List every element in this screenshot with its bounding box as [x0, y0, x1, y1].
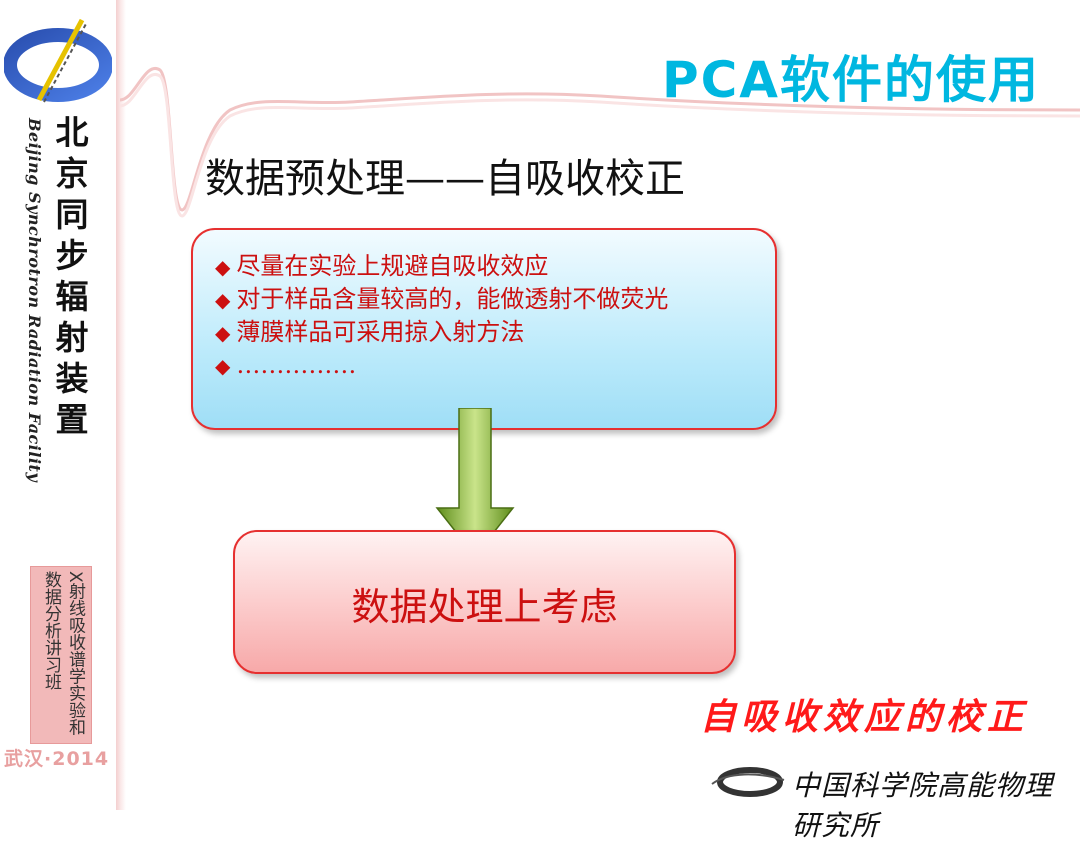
bullet-list: ◆尽量在实验上规避自吸收效应 ◆对于样品含量较高的，能做透射不做荧光 ◆薄膜样品… [215, 250, 668, 382]
facility-char: 射 [55, 318, 89, 357]
list-item: ◆薄膜样品可采用掠入射方法 [215, 316, 668, 349]
facility-char: 京 [55, 154, 89, 193]
result-box-text: 数据处理上考虑 [351, 585, 618, 629]
bsrf-logo-icon [4, 18, 112, 103]
result-box: 数据处理上考虑 [233, 530, 736, 674]
ihep-logo-icon [711, 767, 785, 797]
course-label-box: X射线吸收谱学实验和数据分析讲习班 [30, 566, 92, 744]
list-item: ◆对于样品含量较高的，能做透射不做荧光 [215, 283, 668, 316]
slide-subtitle: 数据预处理——自吸收校正 [205, 156, 685, 202]
sidebar: 北 京 同 步 辐 射 装 置 Beijing Synchrotron Radi… [0, 0, 116, 810]
slide-title: PCA软件的使用 [661, 51, 1040, 109]
diamond-bullet-icon: ◆ [215, 321, 231, 345]
bullet-text: 尽量在实验上规避自吸收效应 [236, 252, 549, 280]
place-year-label: 武汉·2014 [4, 748, 110, 770]
facility-char: 同 [55, 195, 89, 234]
diamond-bullet-icon: ◆ [215, 354, 231, 378]
facility-char: 置 [55, 400, 89, 439]
list-item: ◆尽量在实验上规避自吸收效应 [215, 250, 668, 283]
facility-char: 装 [55, 359, 89, 398]
bullet-box: ◆尽量在实验上规避自吸收效应 ◆对于样品含量较高的，能做透射不做荧光 ◆薄膜样品… [191, 228, 777, 430]
bullet-text: 薄膜样品可采用掠入射方法 [236, 318, 525, 346]
decorative-wave [120, 66, 1080, 218]
institute-name: 中国科学院高能物理研究所 [792, 769, 1054, 842]
sidebar-divider [116, 0, 126, 810]
facility-char: 北 [55, 113, 89, 152]
diamond-bullet-icon: ◆ [215, 255, 231, 279]
bullet-text: 对于样品含量较高的，能做透射不做荧光 [236, 285, 669, 313]
course-label: X射线吸收谱学实验和数据分析讲习班 [41, 571, 85, 736]
conclusion-text: 自吸收效应的校正 [699, 696, 1028, 738]
list-item: ◆…………… [215, 349, 668, 382]
bullet-text: …………… [236, 351, 357, 379]
facility-name-cn: 北 京 同 步 辐 射 装 置 [52, 112, 92, 440]
facility-name-en: Beijing Synchrotron Radiation Facility [25, 118, 44, 483]
diamond-bullet-icon: ◆ [215, 288, 231, 312]
facility-char: 步 [55, 236, 89, 275]
facility-char: 辐 [55, 277, 89, 316]
